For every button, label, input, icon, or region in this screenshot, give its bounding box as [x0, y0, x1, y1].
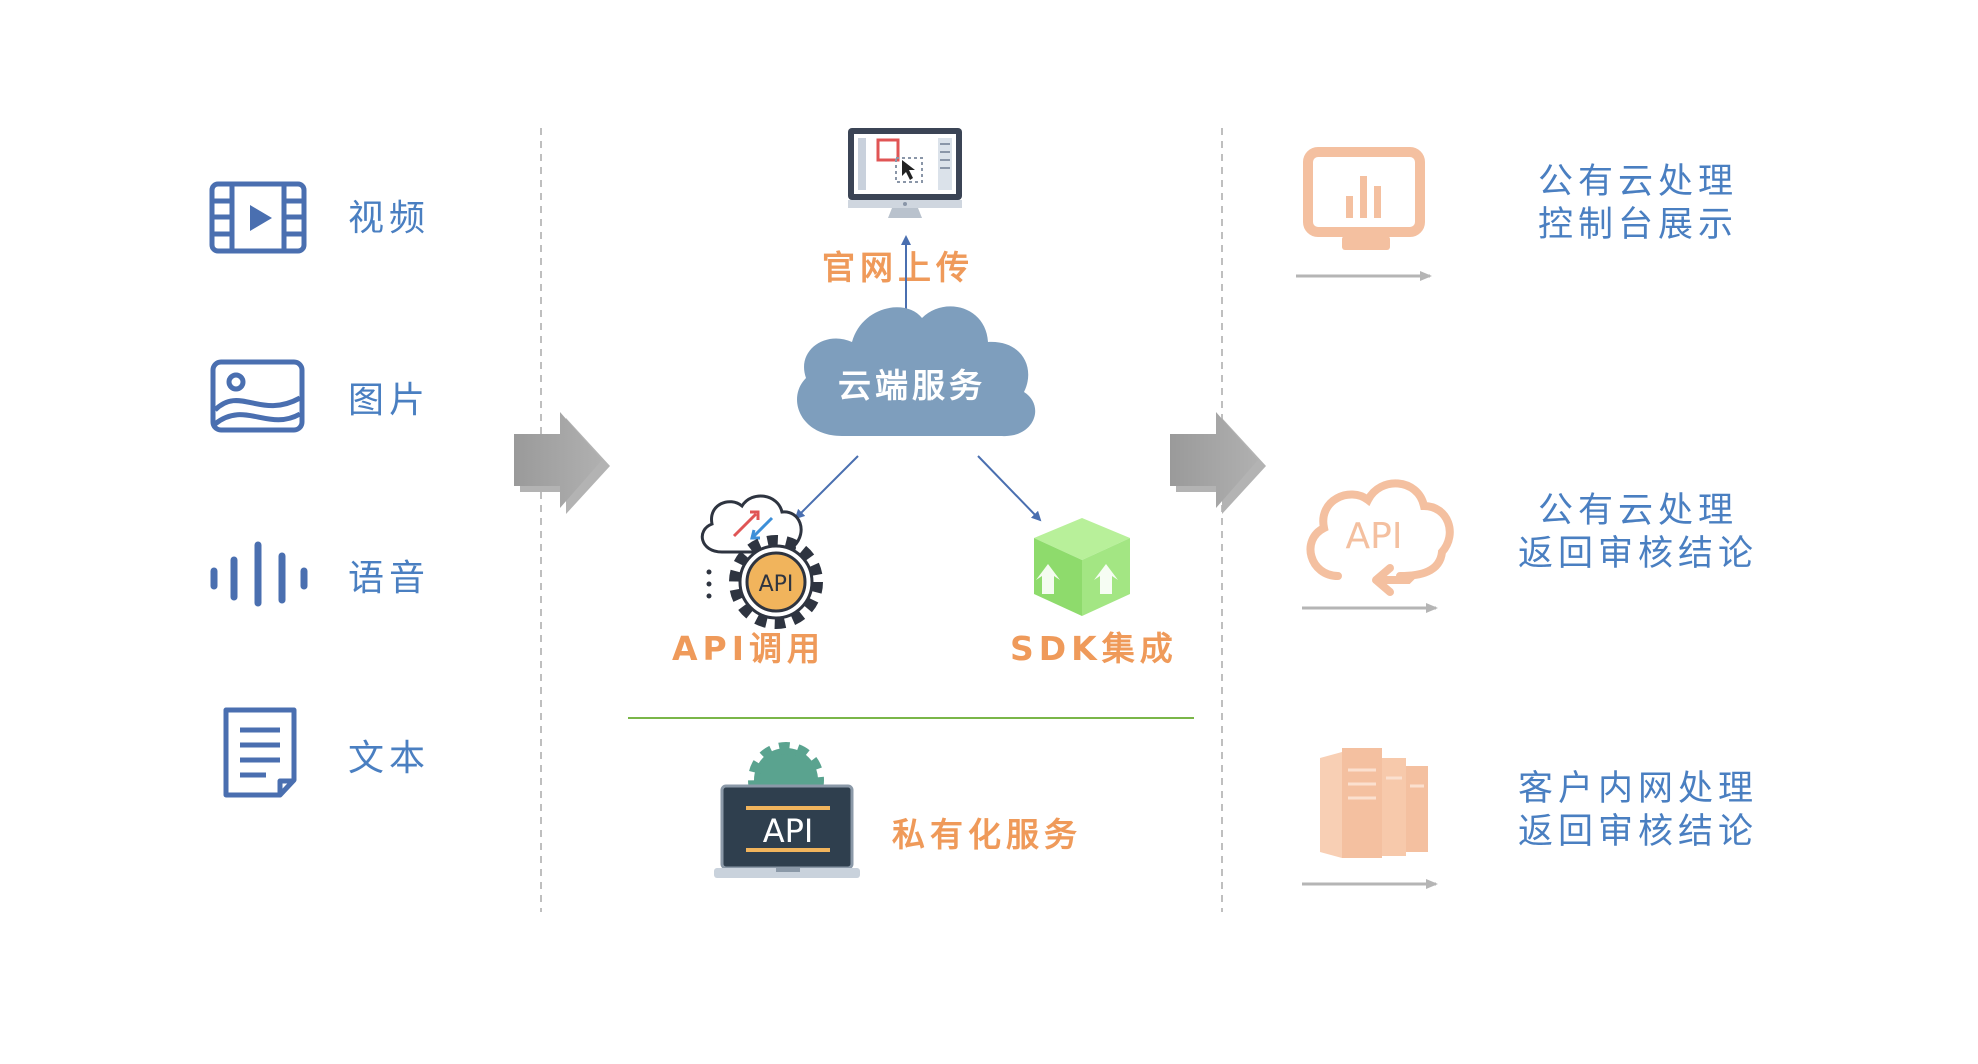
- flow-arrow-right: [1170, 412, 1266, 514]
- chart-monitor-icon: [1303, 147, 1425, 250]
- cloud-service: 云端服务: [797, 306, 1036, 437]
- api-gear-icon: API: [700, 494, 823, 629]
- output-api: API 公有云处理 返回审核结论: [1302, 479, 1758, 613]
- input-audio: 语音: [210, 541, 430, 607]
- api-cloud-icon: API: [1306, 479, 1454, 596]
- output-label-console-line1: 公有云处理: [1538, 162, 1738, 202]
- video-film-icon: [209, 181, 307, 254]
- api-laptop-icon: API: [714, 742, 860, 878]
- server-icon: [1320, 748, 1428, 858]
- input-video: 视频: [209, 181, 430, 254]
- private-service-label: 私有化服务: [892, 815, 1082, 854]
- cloud-label: 云端服务: [838, 366, 986, 405]
- audio-wave-icon: [210, 541, 308, 607]
- input-label-audio: 语音: [348, 558, 430, 599]
- input-label-video: 视频: [348, 198, 430, 239]
- input-label-image: 图片: [348, 380, 430, 421]
- input-label-text: 文本: [348, 738, 430, 779]
- input-text: 文本: [223, 707, 430, 798]
- monitor-upload-icon: [848, 128, 962, 218]
- output-label-intranet-line2: 返回审核结论: [1518, 812, 1758, 852]
- connector-cloud-to-sdk: [977, 455, 1042, 522]
- output-label-console-line2: 控制台展示: [1538, 205, 1738, 245]
- private-api-badge: API: [763, 812, 814, 850]
- output-intranet: 客户内网处理 返回审核结论: [1302, 748, 1758, 889]
- document-icon: [223, 707, 297, 798]
- channel-label-api: API调用: [672, 629, 825, 668]
- output-label-api-line1: 公有云处理: [1538, 491, 1738, 531]
- api-cloud-badge: API: [1346, 516, 1403, 557]
- output-label-intranet-line1: 客户内网处理: [1518, 769, 1758, 809]
- cloud-shape: [797, 306, 1036, 437]
- input-image: 图片: [210, 359, 430, 433]
- output-console: 公有云处理 控制台展示: [1296, 147, 1738, 281]
- channel-label-sdk: SDK集成: [1010, 629, 1178, 668]
- sdk-box-icon: [1034, 518, 1130, 616]
- api-gear-badge: API: [759, 572, 794, 597]
- output-label-api-line2: 返回审核结论: [1518, 534, 1758, 574]
- channel-label-web-upload: 官网上传: [822, 248, 974, 287]
- connector-cloud-to-api: [794, 455, 859, 520]
- flow-arrow-left: [514, 412, 610, 514]
- image-icon: [210, 359, 305, 433]
